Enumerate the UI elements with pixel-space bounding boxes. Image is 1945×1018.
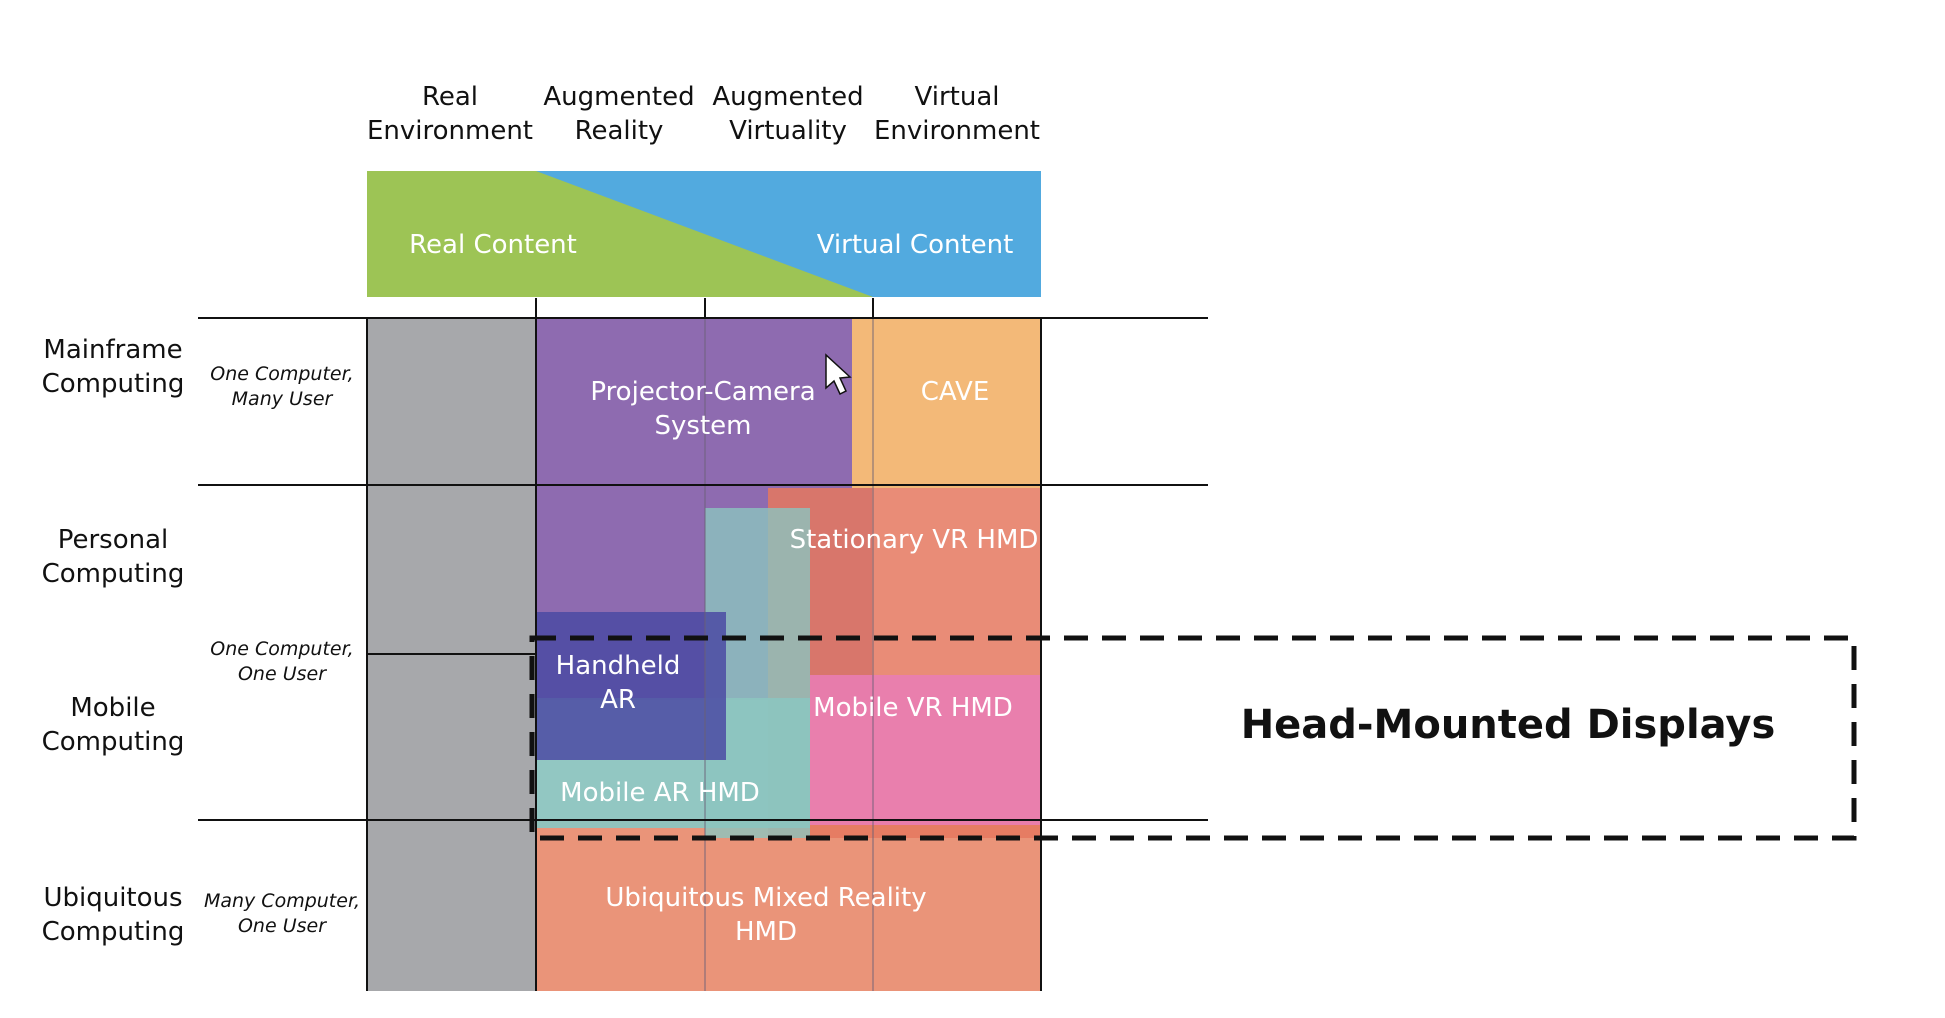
real-content-label: Real Content <box>409 230 577 260</box>
stationary-vr-label: Stationary VR HMD <box>790 525 1039 555</box>
column-separators <box>704 318 874 991</box>
usage-label-one-computer-one-user: One Computer,One User <box>210 638 353 685</box>
usage-label-one-computer-many-user: One Computer,Many User <box>210 363 353 410</box>
usage-labels: One Computer,Many User One Computer,One … <box>204 363 360 937</box>
mobile-vr-region <box>810 675 1041 825</box>
cave-region <box>852 318 1041 488</box>
mouse-cursor-icon <box>825 353 852 396</box>
ubiquitous-mixed-reality-region <box>536 820 1041 991</box>
mobile-vr-label: Mobile VR HMD <box>813 693 1013 723</box>
head-mounted-displays-box <box>529 635 1857 841</box>
cave-label: CAVE <box>921 377 990 407</box>
virtual-content-label: Virtual Content <box>817 230 1014 260</box>
usage-label-many-computer-one-user: Many Computer,One User <box>204 890 360 937</box>
mobile-ar-label: Mobile AR HMD <box>560 778 760 808</box>
head-mounted-displays-label: Head-Mounted Displays <box>1241 702 1776 748</box>
real-content-area <box>367 171 873 297</box>
technology-regions <box>536 318 1041 991</box>
row-separators <box>198 317 1208 821</box>
reality-virtuality-spectrum: Real Content Virtual Content <box>367 171 1041 297</box>
column-ticks <box>535 298 874 318</box>
